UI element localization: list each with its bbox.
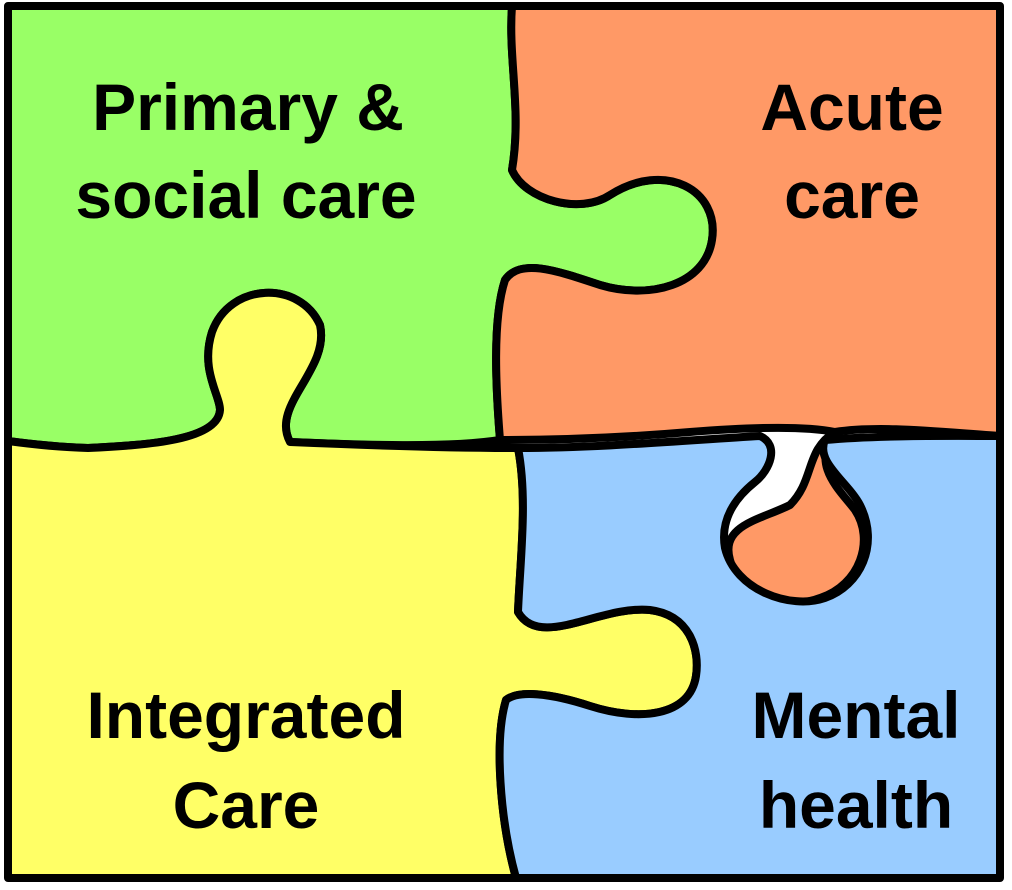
label-acute-line1: Acute: [760, 70, 943, 144]
label-primary-line2: social care: [75, 158, 416, 232]
label-mental-line2: health: [759, 768, 953, 842]
label-mental-line1: Mental: [751, 678, 960, 752]
puzzle-piece-mental-health: [495, 431, 1004, 882]
label-integrated-line2: Care: [173, 768, 320, 842]
label-primary-line1: Primary &: [92, 70, 404, 144]
puzzle-piece-acute-care: [492, 2, 1004, 607]
label-integrated-line1: Integrated: [86, 678, 405, 752]
label-acute-line2: care: [784, 158, 920, 232]
